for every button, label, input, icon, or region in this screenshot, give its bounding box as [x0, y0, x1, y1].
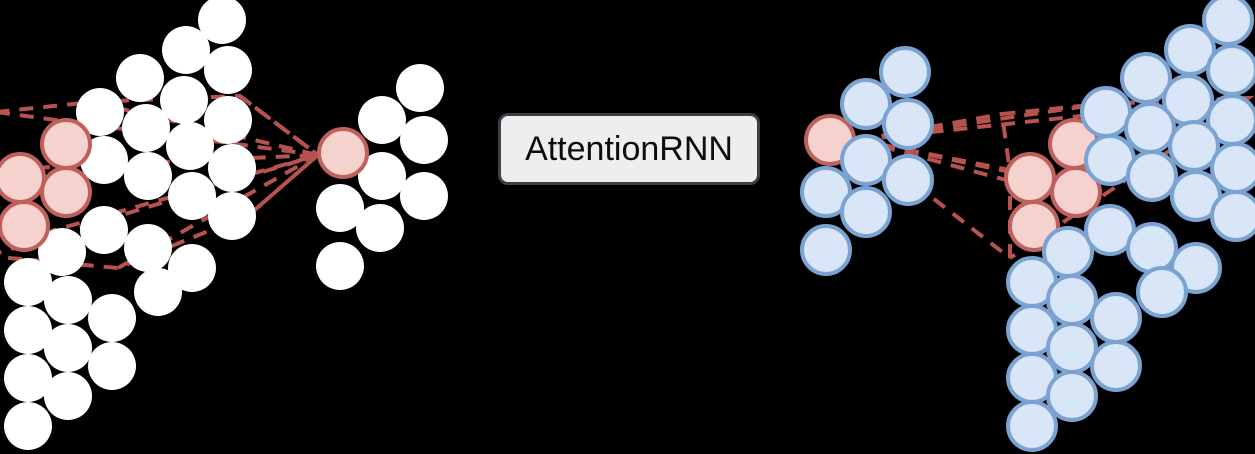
- feature-node: [166, 122, 214, 170]
- feature-node: [168, 172, 216, 220]
- feature-node: [4, 258, 52, 306]
- feature-node: [4, 306, 52, 354]
- feature-node: [40, 166, 92, 218]
- feature-node: [168, 244, 216, 292]
- feature-node: [88, 342, 136, 390]
- feature-node: [80, 136, 128, 184]
- feature-node: [317, 127, 369, 179]
- feature-node: [124, 152, 172, 200]
- feature-node: [358, 152, 406, 200]
- feature-node: [358, 96, 406, 144]
- feature-node: [1090, 340, 1142, 392]
- feature-node: [879, 46, 931, 98]
- feature-node: [208, 192, 256, 240]
- feature-node: [76, 88, 124, 136]
- feature-node: [840, 78, 892, 130]
- feature-node: [1126, 150, 1178, 202]
- feature-node: [1136, 266, 1188, 318]
- feature-node: [1126, 222, 1178, 274]
- feature-node: [4, 354, 52, 402]
- feature-node: [44, 372, 92, 420]
- feature-node: [160, 76, 208, 124]
- feature-node: [316, 242, 364, 290]
- feature-node: [1168, 120, 1220, 172]
- feature-node: [1090, 292, 1142, 344]
- context-feature-grid: [1006, 0, 1255, 452]
- feature-node: [80, 206, 128, 254]
- attended-source-nodes: [0, 118, 92, 252]
- attention-ray: [248, 153, 320, 216]
- feature-node: [4, 402, 52, 450]
- attention-ray: [91, 100, 319, 157]
- attention-ray: [857, 96, 1249, 142]
- feature-node: [1050, 166, 1102, 218]
- feature-node: [124, 224, 172, 272]
- attention-rnn-label: AttentionRNN: [525, 129, 733, 168]
- feature-node: [400, 116, 448, 164]
- attention-query-node: [317, 127, 369, 179]
- target-feature-grid: [316, 64, 448, 290]
- feature-node: [800, 224, 852, 276]
- feature-node: [1046, 370, 1098, 422]
- feature-node: [1004, 152, 1056, 204]
- feature-node: [882, 154, 934, 206]
- query-feature-grid-right: [800, 46, 934, 276]
- feature-node: [1046, 322, 1098, 374]
- attention-ray: [857, 102, 1101, 142]
- feature-node: [1124, 102, 1176, 154]
- feature-node: [840, 134, 892, 186]
- feature-node: [204, 46, 252, 94]
- feature-node: [0, 152, 46, 204]
- feature-node: [116, 54, 164, 102]
- feature-node: [44, 324, 92, 372]
- feature-node: [1202, 0, 1254, 46]
- feature-node: [208, 144, 256, 192]
- feature-node: [134, 268, 182, 316]
- feature-node: [162, 26, 210, 74]
- feature-node: [40, 118, 92, 170]
- feature-node: [400, 172, 448, 220]
- feature-node: [122, 104, 170, 152]
- attention-ray: [238, 94, 320, 157]
- feature-node: [1120, 52, 1172, 104]
- feature-node: [204, 96, 252, 144]
- feature-node: [88, 294, 136, 342]
- feature-node: [1046, 274, 1098, 326]
- attention-ray: [0, 110, 319, 157]
- feature-node: [44, 276, 92, 324]
- feature-node: [316, 184, 364, 232]
- feature-node: [1080, 86, 1132, 138]
- feature-node: [198, 0, 246, 44]
- feature-node: [1164, 24, 1216, 76]
- feature-node: [840, 186, 892, 238]
- feature-node: [356, 204, 404, 252]
- source-feature-grid: [4, 0, 256, 450]
- feature-node: [882, 98, 934, 150]
- attended-context-nodes: [1004, 118, 1102, 252]
- feature-node: [1206, 44, 1255, 96]
- feature-node: [1006, 400, 1058, 452]
- attention-rnn-module-box[interactable]: AttentionRNN: [498, 113, 760, 185]
- feature-node: [1210, 190, 1255, 242]
- feature-node: [0, 200, 50, 252]
- feature-node: [1008, 200, 1060, 252]
- feature-node: [38, 228, 86, 276]
- feature-node: [396, 64, 444, 112]
